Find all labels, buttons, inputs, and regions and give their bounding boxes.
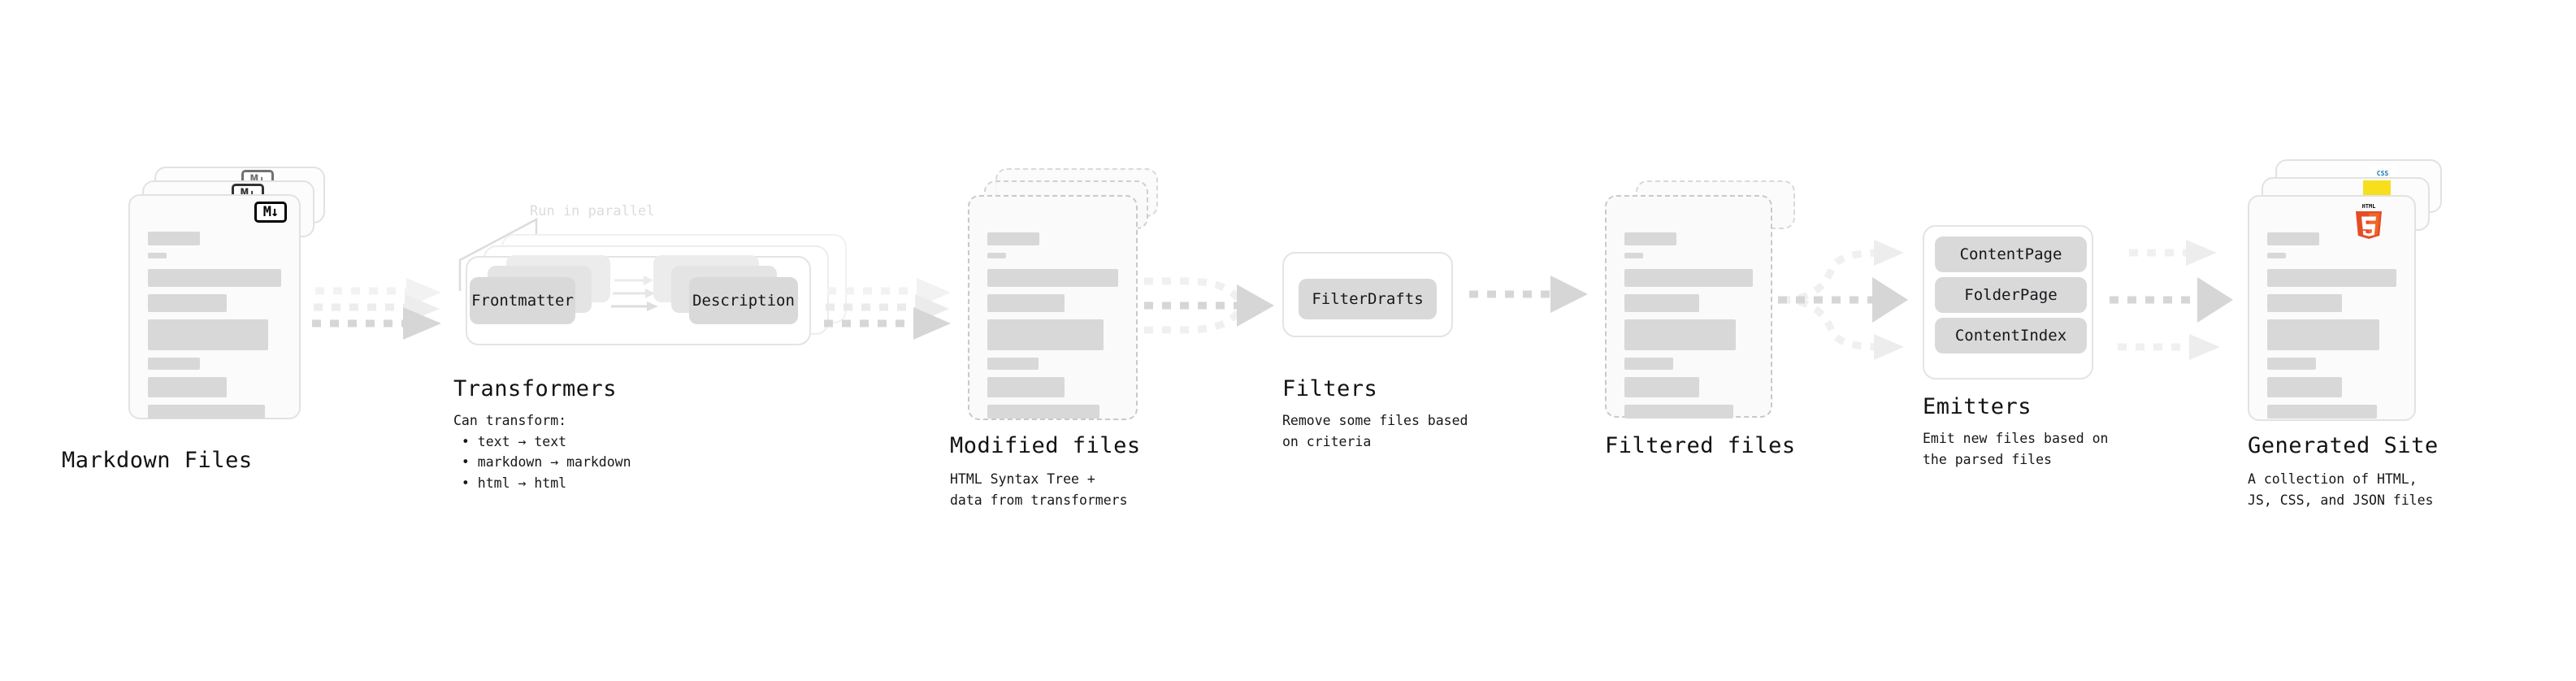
skeleton-bar [2267, 269, 2396, 287]
skeleton-bar [2267, 253, 2286, 258]
transformer-chip-description[interactable]: Description [689, 277, 798, 324]
arrow-transformers-to-modified [824, 278, 951, 340]
skeleton-bar [987, 232, 1039, 245]
emitter-chip-contentpage[interactable]: ContentPage [1935, 236, 2087, 272]
stage-heading-emitters: Emitters [1923, 394, 2032, 419]
site-card-skeleton [2267, 232, 2396, 426]
arrow-modified-to-filters [1144, 277, 1274, 334]
skeleton-bar [148, 253, 167, 258]
stage-heading-modified-files: Modified files [950, 433, 1141, 458]
skeleton-bar [987, 319, 1104, 350]
skeleton-bar [148, 232, 200, 245]
filtered-card-skeleton [1624, 232, 1753, 426]
filter-chip-filterdrafts[interactable]: FilterDrafts [1299, 279, 1437, 319]
skeleton-bar [987, 377, 1065, 397]
transformer-inner-arrows [611, 275, 658, 311]
skeleton-bar [1624, 232, 1676, 245]
skeleton-bar [987, 253, 1006, 258]
skeleton-bar [148, 358, 200, 370]
emitter-chip-contentindex[interactable]: ContentIndex [1935, 318, 2087, 354]
skeleton-bar [2267, 294, 2343, 312]
css-badge-label: CSS [2376, 170, 2389, 177]
skeleton-bar [148, 269, 281, 287]
skeleton-bar [2267, 358, 2317, 370]
stage-heading-markdown-files: Markdown Files [62, 448, 253, 473]
skeleton-bar [2267, 319, 2380, 350]
skeleton-bar [1624, 269, 1753, 287]
modified-card-front [968, 195, 1138, 420]
skeleton-bar [987, 269, 1118, 287]
run-in-parallel-label: Run in parallel [530, 203, 655, 219]
html5-badge: HTML [2356, 203, 2382, 239]
skeleton-bar [1624, 377, 1699, 397]
skeleton-bar [1624, 358, 1674, 370]
skeleton-bar [2267, 232, 2319, 245]
skeleton-bar [1624, 405, 1734, 419]
skeleton-bar [2267, 405, 2378, 419]
skeleton-bar [1624, 294, 1699, 312]
stage-heading-generated-site: Generated Site [2248, 433, 2439, 458]
transformer-chip-frontmatter[interactable]: Frontmatter [470, 277, 575, 324]
skeleton-bar [148, 319, 268, 350]
arrow-markdown-to-transformers [312, 278, 441, 340]
skeleton-bar [987, 358, 1039, 370]
markdown-badge-front: M↓ [254, 202, 287, 223]
skeleton-bar [148, 405, 266, 419]
modified-card-skeleton [987, 232, 1118, 426]
skeleton-bar [148, 377, 227, 397]
arrow-filters-to-filtered [1469, 275, 1588, 313]
stage-subtext-generated-site: A collection of HTML, JS, CSS, and JSON … [2248, 471, 2434, 508]
arrow-filtered-to-emitters [1778, 240, 1908, 360]
filtered-card-front [1605, 195, 1772, 419]
stage-subtext-emitters: Emit new files based on the parsed files [1923, 431, 2109, 467]
stage-heading-filtered-files: Filtered files [1605, 433, 1796, 458]
skeleton-bar [148, 294, 227, 312]
html5-badge-label: HTML [2362, 203, 2376, 210]
skeleton-bar [987, 294, 1065, 312]
stage-heading-filters: Filters [1282, 376, 1378, 401]
skeleton-bar [1624, 253, 1643, 258]
arrow-emitters-to-site [2110, 240, 2233, 360]
markdown-card-front [128, 194, 301, 419]
emitter-chip-folderpage[interactable]: FolderPage [1935, 277, 2087, 313]
markdown-card-skeleton [148, 232, 281, 426]
stage-subtext-transformers: Can transform: • text → text • markdown … [453, 413, 631, 491]
skeleton-bar [987, 405, 1100, 419]
stage-heading-transformers: Transformers [453, 376, 618, 401]
skeleton-bar [1624, 319, 1737, 350]
js-badge [2363, 180, 2391, 197]
stage-subtext-modified-files: HTML Syntax Tree + data from transformer… [950, 471, 1128, 508]
stage-subtext-filters: Remove some files based on criteria [1282, 413, 1468, 449]
skeleton-bar [2267, 377, 2343, 397]
site-card-front [2248, 195, 2416, 421]
